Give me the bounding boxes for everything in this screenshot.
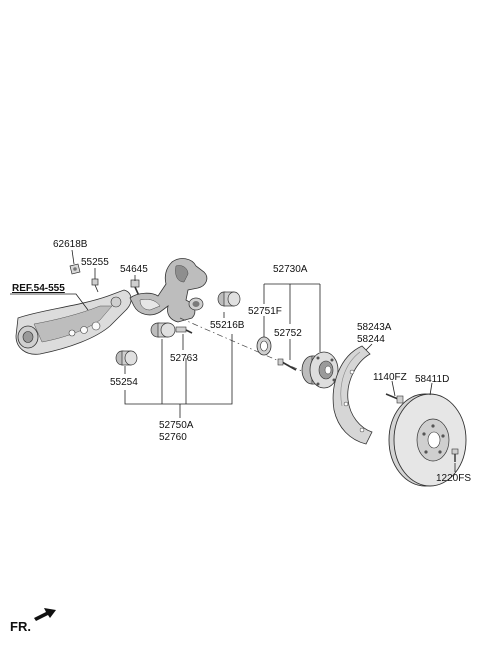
leader-lines (10, 249, 456, 472)
nut-62618B (69, 263, 81, 275)
label-1220FS: 1220FS (436, 473, 471, 484)
knuckle (129, 258, 208, 323)
front-direction-indicator: FR. (10, 608, 56, 634)
trailing-arm (15, 289, 132, 355)
label-62618B: 62618B (53, 239, 88, 250)
seal-52751F (256, 336, 272, 356)
front-arrow-icon (34, 608, 56, 621)
label-58243A: 58243A (357, 322, 392, 333)
label-1140FZ: 1140FZ (373, 372, 407, 383)
label-55255: 55255 (81, 257, 109, 268)
label-52760: 52760 (159, 432, 187, 443)
label-55216B: 55216B (210, 320, 245, 331)
brake-disc-58411D (388, 393, 467, 487)
dust-cover-58243A (332, 345, 373, 445)
screw-1220FS (451, 448, 459, 462)
hub-axis-line (179, 317, 319, 379)
label-ref-54-555: REF.54-555 (12, 283, 65, 294)
label-52763: 52763 (170, 353, 198, 364)
label-58411D: 58411D (415, 374, 449, 385)
part-labels: 62618B 55255 54645 REF.54-555 52730A 527… (12, 239, 471, 484)
label-52730A: 52730A (273, 264, 308, 275)
bolt-1140FZ (385, 393, 404, 404)
front-direction-label: FR. (10, 619, 31, 634)
hub-bolt-52752 (277, 358, 297, 371)
bushing-52750A (150, 322, 176, 338)
bolt-55255 (91, 278, 99, 293)
label-55254: 55254 (110, 377, 138, 388)
bushing-55254 (115, 350, 138, 366)
label-52750A: 52750A (159, 420, 194, 431)
label-58244: 58244 (357, 334, 385, 345)
label-52751F: 52751F (248, 306, 282, 317)
label-54645: 54645 (120, 264, 148, 275)
hub-assembly-52730A (301, 351, 339, 389)
bolt-52763 (175, 326, 193, 334)
label-52752: 52752 (274, 328, 302, 339)
bushing-55216B (217, 291, 241, 307)
